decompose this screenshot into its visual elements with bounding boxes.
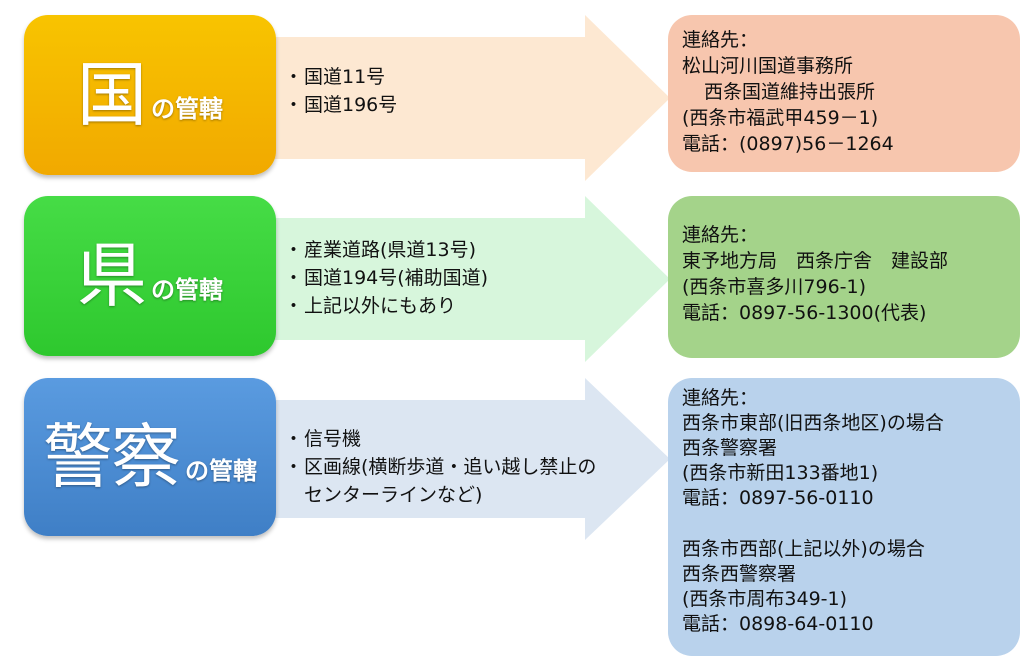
contact-box-national: 連絡先： 松山河川国道事務所 西条国道維持出張所 (西条市福武甲459－1) 電… bbox=[668, 15, 1020, 172]
contact-line: 連絡先： bbox=[682, 29, 759, 51]
list-item: 国道196号 bbox=[284, 91, 397, 119]
list-item: 上記以外にもあり bbox=[284, 292, 488, 320]
road-list-prefecture: 産業道路(県道13号) 国道194号(補助国道) 上記以外にもあり bbox=[284, 236, 488, 320]
contact-line: (西条市新田133番地1) bbox=[682, 462, 879, 484]
contact-line: (西条市周布349-1) bbox=[682, 588, 848, 610]
authority-big-text: 県 bbox=[77, 235, 147, 317]
authority-box-prefecture: 県 の管轄 bbox=[24, 196, 276, 356]
authority-big-text: 国 bbox=[77, 54, 147, 136]
list-item: 国道11号 bbox=[284, 63, 397, 91]
authority-box-police: 警察 の管轄 bbox=[24, 378, 276, 536]
road-list-police: 信号機 区画線(横断歩道・追い越し禁止のセンターラインなど) bbox=[284, 425, 614, 509]
contact-line: 西条警察署 bbox=[682, 437, 778, 459]
contact-line: 連絡先： bbox=[682, 387, 759, 409]
authority-small-text: の管轄 bbox=[151, 94, 223, 123]
list-item: 区画線(横断歩道・追い越し禁止のセンターラインなど) bbox=[284, 453, 614, 509]
contact-line: 西条西警察署 bbox=[682, 563, 797, 585]
contact-line: (西条市喜多川796-1) bbox=[682, 276, 867, 298]
arrow-row-1 bbox=[270, 15, 670, 181]
road-list-national: 国道11号 国道196号 bbox=[284, 63, 397, 119]
contact-line: 西条国道維持出張所 bbox=[704, 81, 876, 103]
list-item: 信号機 bbox=[284, 425, 614, 453]
authority-big-text: 警察 bbox=[43, 416, 181, 498]
contact-line: 西条市東部(旧西条地区)の場合 bbox=[682, 412, 944, 434]
contact-line: 松山河川国道事務所 bbox=[682, 55, 854, 77]
contact-line: 西条市西部(上記以外)の場合 bbox=[682, 538, 925, 560]
contact-line: 電話：0897-56-0110 bbox=[682, 487, 874, 509]
contact-line: 東予地方局 西条庁舎 建設部 bbox=[682, 250, 949, 272]
list-item: 国道194号(補助国道) bbox=[284, 264, 488, 292]
contact-spacer bbox=[682, 511, 1006, 537]
authority-small-text: の管轄 bbox=[185, 456, 257, 485]
list-item: 産業道路(県道13号) bbox=[284, 236, 488, 264]
contact-box-police: 連絡先： 西条市東部(旧西条地区)の場合 西条警察署 (西条市新田133番地1)… bbox=[668, 378, 1020, 656]
contact-line: 電話：0897-56-1300(代表) bbox=[682, 302, 927, 324]
contact-line: 連絡先： bbox=[682, 224, 759, 246]
authority-small-text: の管轄 bbox=[151, 275, 223, 304]
contact-box-prefecture: 連絡先： 東予地方局 西条庁舎 建設部 (西条市喜多川796-1) 電話：089… bbox=[668, 196, 1020, 358]
contact-line: 電話：(0897)56－1264 bbox=[682, 133, 894, 155]
authority-box-national: 国 の管轄 bbox=[24, 15, 276, 175]
contact-line: (西条市福武甲459－1) bbox=[682, 107, 879, 129]
contact-line: 電話：0898-64-0110 bbox=[682, 613, 874, 635]
